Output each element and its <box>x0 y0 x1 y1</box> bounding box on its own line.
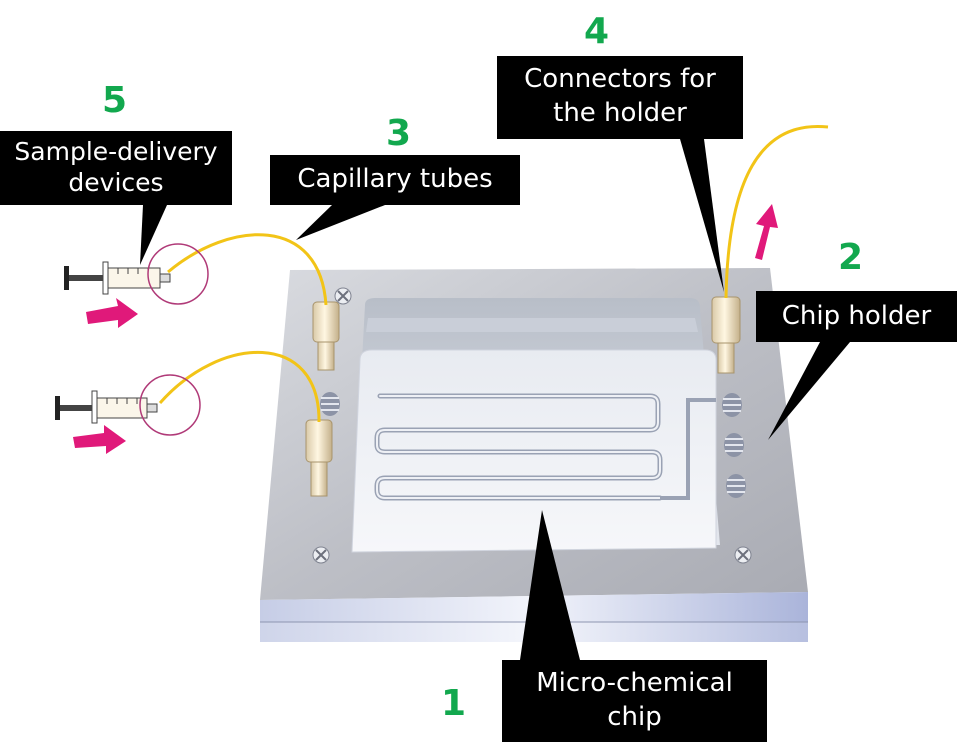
micro-chemical-chip-callout: Micro-chemical chip <box>502 660 767 742</box>
connector <box>312 301 340 371</box>
micro-chemical-chip-label: chip <box>607 702 662 732</box>
flow-arrow-icon <box>73 425 126 454</box>
screw-icon <box>334 287 352 305</box>
syringe-icon <box>55 390 158 424</box>
number-1: 1 <box>441 683 467 724</box>
number-5: 5 <box>102 80 128 121</box>
chip-holder-callout: Chip holder <box>756 291 957 342</box>
connector <box>305 419 333 497</box>
screw-icon <box>312 546 330 564</box>
screw-icon <box>734 546 752 564</box>
capillary-tubes <box>158 124 829 423</box>
threaded-hole-icon <box>722 393 742 417</box>
connector <box>711 296 741 374</box>
connectors-label: Connectors for <box>524 64 716 94</box>
connectors-callout: Connectors for the holder <box>497 56 743 139</box>
micro-chemical-chip-label: Micro-chemical <box>536 668 733 698</box>
callout-pointers <box>140 139 850 660</box>
micro-chemical-chip <box>351 349 717 553</box>
sample-delivery-label: Sample-delivery <box>14 137 218 166</box>
sample-delivery-label: devices <box>68 168 164 197</box>
threaded-hole-icon <box>724 433 744 457</box>
syringe-icon <box>64 261 171 295</box>
chip-holder-label: Chip holder <box>781 301 932 331</box>
number-2: 2 <box>838 237 864 278</box>
number-3: 3 <box>386 113 412 154</box>
flow-arrow-icon <box>755 204 778 260</box>
highlight-circle <box>139 374 201 436</box>
number-4: 4 <box>584 11 610 52</box>
capillary-tubes-callout: Capillary tubes <box>270 155 520 205</box>
flow-arrow-icon <box>86 298 138 328</box>
capillary-tubes-label: Capillary tubes <box>297 164 493 194</box>
highlight-circle <box>147 243 209 305</box>
connectors-label: the holder <box>553 98 687 128</box>
sample-delivery-callout: Sample-delivery devices <box>0 131 232 205</box>
threaded-hole-icon <box>320 392 340 416</box>
threaded-hole-icon <box>726 474 746 498</box>
